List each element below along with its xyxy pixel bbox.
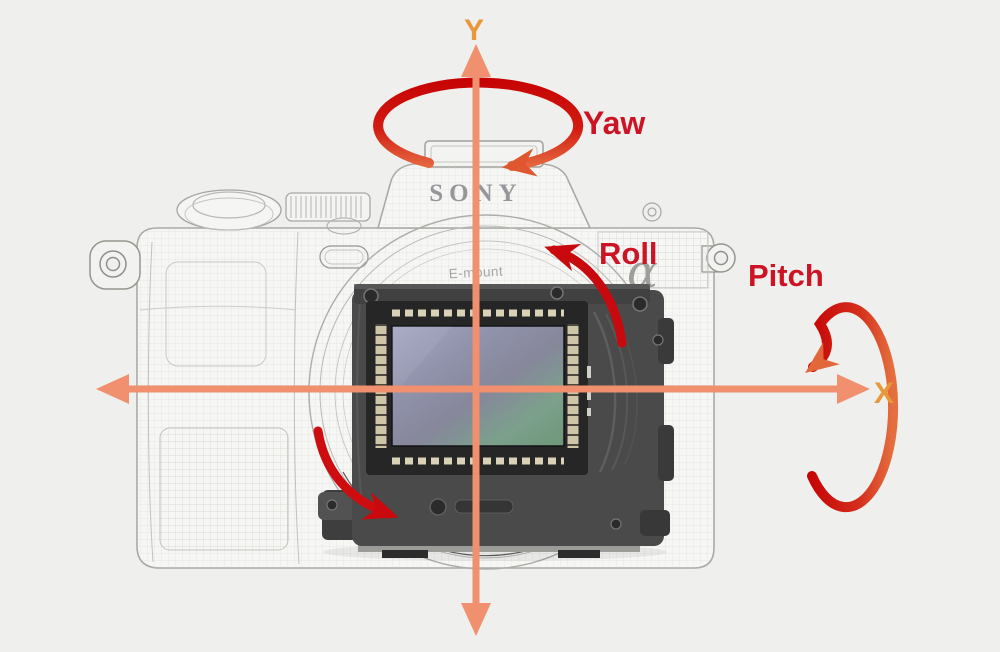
top-right-hatch (598, 232, 708, 288)
right-tab-3 (640, 510, 670, 536)
rear-dial (285, 192, 371, 235)
pitch-rotation-arrow (805, 302, 899, 513)
hump-hatch (378, 164, 590, 228)
right-tab-1 (658, 318, 674, 364)
roll-rotation-arrow-bottom (313, 426, 399, 520)
yaw-rotation-arrow (373, 77, 584, 177)
screws (326, 286, 664, 530)
mode-dial (176, 189, 282, 231)
top-bar-highlight (354, 284, 650, 289)
roll-label: Roll (599, 236, 658, 271)
strap-lug-left (89, 240, 141, 290)
foot-right (558, 550, 600, 558)
y-axis-label: Y (464, 14, 484, 47)
yaw-label: Yaw (583, 105, 645, 141)
x-axis-label: X (874, 377, 894, 410)
x-arrowhead-left (96, 374, 129, 404)
pitch-label: Pitch (748, 258, 824, 293)
finder-port (319, 245, 369, 269)
top-right-dial (642, 202, 662, 222)
y-arrowhead-up (461, 44, 491, 77)
foot-left (382, 550, 428, 558)
sensor-sheen (392, 326, 452, 396)
right-tab-2 (658, 425, 674, 481)
latch (454, 499, 514, 514)
x-axis-arrow (96, 374, 870, 404)
y-arrowhead-down (461, 603, 491, 636)
y-axis-arrow (461, 44, 491, 636)
grip-hatch (160, 428, 288, 550)
roll-rotation-arrow-top (544, 243, 627, 348)
x-arrowhead-right (837, 374, 870, 404)
